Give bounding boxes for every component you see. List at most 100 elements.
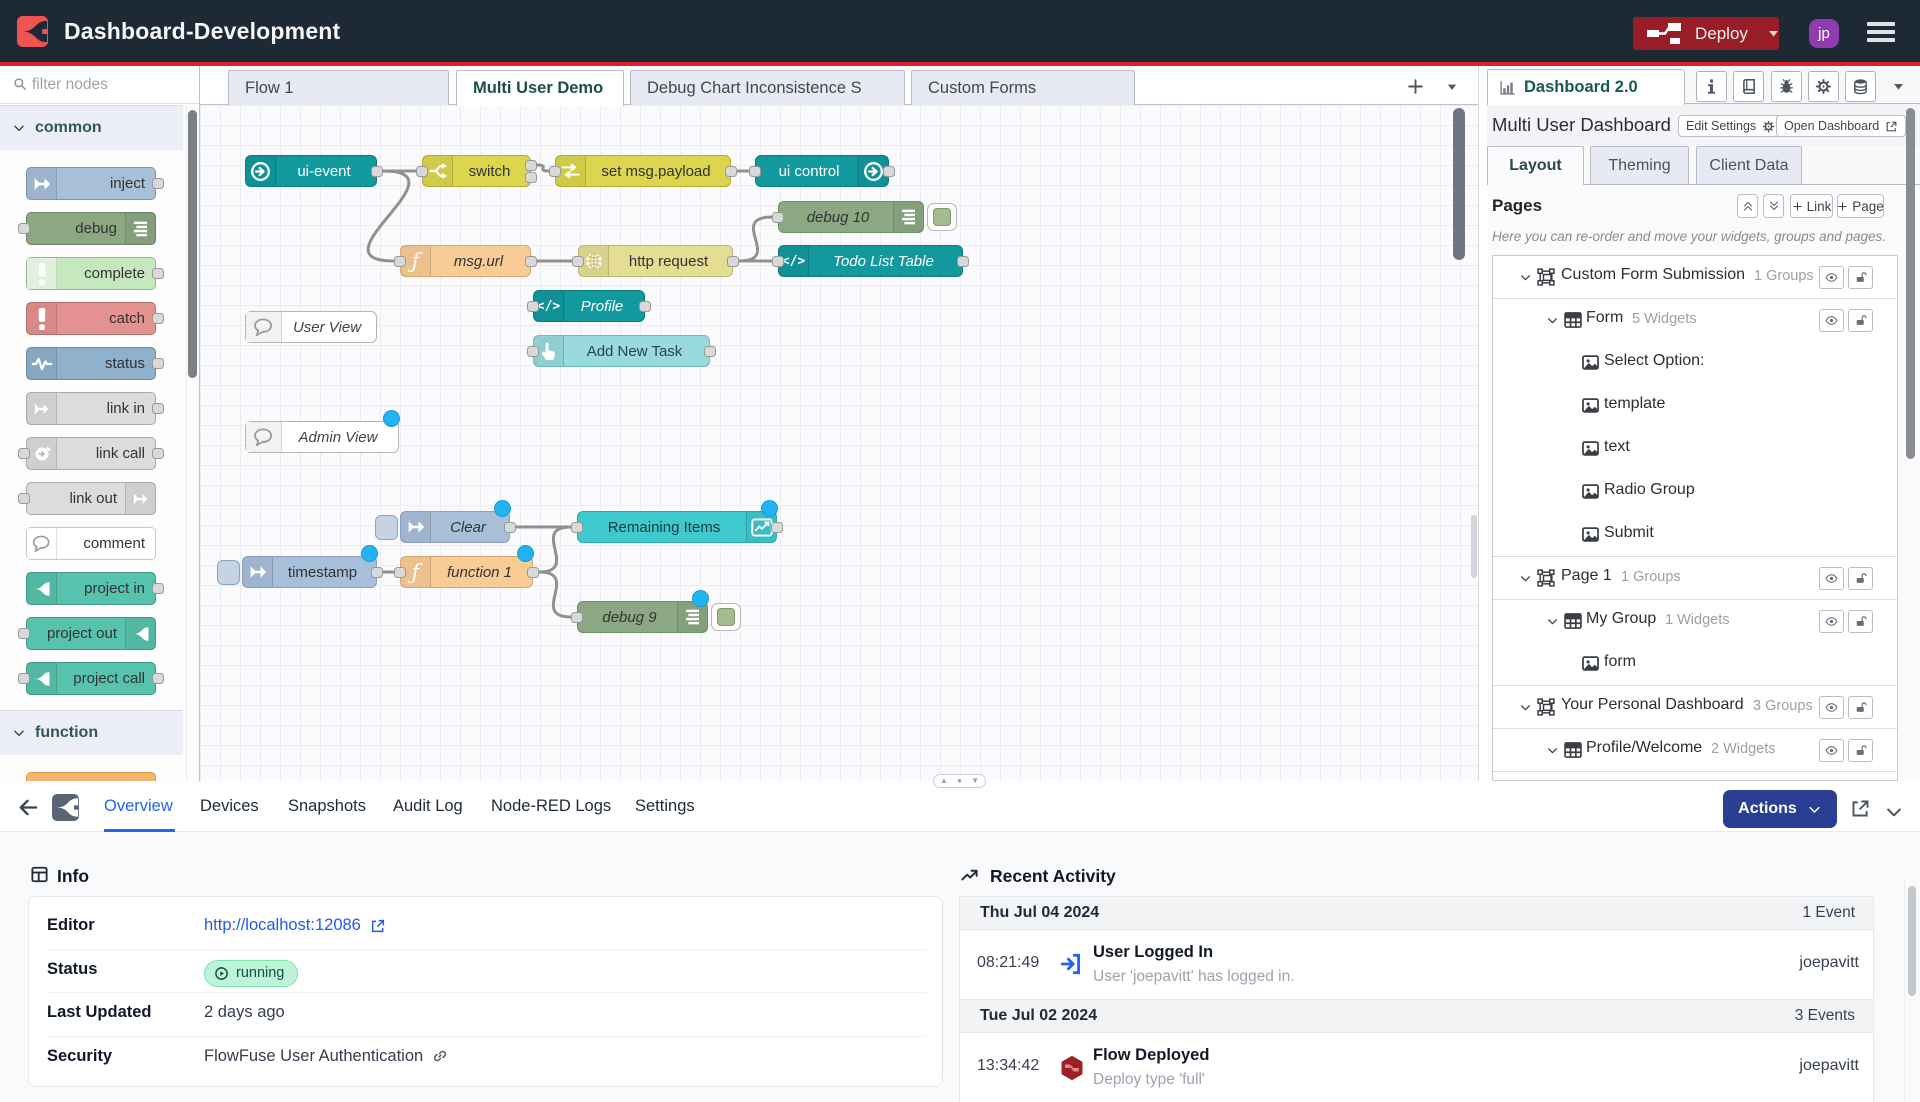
info-row-value[interactable]: http://localhost:12086	[204, 916, 386, 935]
node-input-port[interactable]	[416, 165, 428, 177]
chevron-down-icon[interactable]	[1519, 271, 1532, 284]
collapse-all-button[interactable]	[1737, 194, 1758, 218]
drawer-tab-Overview[interactable]: Overview	[104, 797, 173, 815]
visibility-button[interactable]	[1819, 266, 1844, 289]
sidebar-toolbar-info-button[interactable]	[1696, 71, 1727, 102]
editor-link[interactable]: http://localhost:12086	[204, 916, 361, 934]
inject-button[interactable]	[217, 559, 240, 585]
sidebar-tab-Client-Data[interactable]: Client Data	[1696, 146, 1802, 185]
node-input-port[interactable]	[772, 255, 784, 267]
palette-node-partial[interactable]	[26, 772, 156, 781]
add-link-button[interactable]: Link	[1790, 194, 1833, 218]
deploy-button[interactable]: Deploy	[1633, 17, 1779, 50]
drawer-tab-Node-RED-Logs[interactable]: Node-RED Logs	[491, 797, 612, 815]
node-output-port[interactable]	[504, 521, 516, 533]
lock-button[interactable]	[1848, 309, 1873, 332]
drawer-scrollbar-thumb[interactable]	[1908, 886, 1916, 996]
collapse-drawer-icon[interactable]	[1884, 802, 1904, 822]
comment-node-User-View[interactable]: User View	[245, 311, 377, 343]
palette-node-link-in[interactable]: link in	[26, 392, 156, 425]
drawer-resize-handle[interactable]: ▲●▼	[933, 774, 986, 788]
node-input-port[interactable]	[572, 255, 584, 267]
tree-widget-Submit[interactable]: Submit	[1493, 514, 1897, 557]
palette-category-common[interactable]: common	[0, 105, 183, 150]
flow-tab-Custom-Forms[interactable]: Custom Forms	[911, 70, 1135, 105]
flow-tab-Debug-Chart-Inconsistence-S[interactable]: Debug Chart Inconsistence S	[630, 70, 905, 105]
node-input-port[interactable]	[571, 521, 583, 533]
back-arrow-icon[interactable]	[17, 796, 40, 819]
chevron-down-icon[interactable]	[1519, 701, 1532, 714]
chevron-down-icon[interactable]	[1546, 314, 1559, 327]
flow-list-caret-icon[interactable]	[1445, 80, 1459, 94]
visibility-button[interactable]	[1819, 567, 1844, 590]
add-page-button[interactable]: Page	[1837, 194, 1884, 218]
sidebar-tab-Layout[interactable]: Layout	[1487, 146, 1584, 186]
node-output-port[interactable]	[525, 255, 537, 267]
main-menu-button[interactable]	[1867, 22, 1895, 42]
node-input-port[interactable]	[749, 165, 761, 177]
drawer-tab-Settings[interactable]: Settings	[635, 797, 695, 815]
node-output-port[interactable]	[727, 255, 739, 267]
open-dashboard-button[interactable]: Open Dashboard	[1776, 115, 1907, 137]
sidebar-toolbar-book-button[interactable]	[1733, 71, 1764, 102]
node-input-port[interactable]	[394, 255, 406, 267]
chevron-down-icon[interactable]	[1519, 572, 1532, 585]
user-avatar[interactable]: jp	[1809, 19, 1839, 48]
node-output-port[interactable]	[371, 566, 383, 578]
flow-node-ui-control[interactable]: ui control	[755, 155, 889, 187]
visibility-button[interactable]	[1819, 309, 1844, 332]
sidebar-tab-dashboard[interactable]: Dashboard 2.0	[1487, 69, 1685, 105]
node-input-port[interactable]	[527, 345, 539, 357]
sidebar-menu-caret-icon[interactable]	[1891, 79, 1906, 94]
divider-scrollbar-thumb[interactable]	[1471, 515, 1477, 578]
node-input-port[interactable]	[772, 211, 784, 223]
tree-widget-form[interactable]: form	[1493, 643, 1897, 686]
flow-node-Todo-List-Table[interactable]: </>Todo List Table	[778, 245, 963, 277]
deploy-caret-icon[interactable]	[1766, 26, 1781, 41]
node-input-port[interactable]	[549, 165, 561, 177]
visibility-button[interactable]	[1819, 610, 1844, 633]
node-output-port[interactable]	[639, 300, 651, 312]
flow-node-http-request[interactable]: http request	[578, 245, 733, 277]
comment-node-Admin-View[interactable]: Admin View	[245, 421, 399, 453]
palette-scrollbar-track[interactable]	[186, 105, 199, 781]
node-output-port[interactable]	[957, 255, 969, 267]
flow-node-timestamp[interactable]: timestamp	[242, 556, 377, 588]
palette-scrollbar-thumb[interactable]	[188, 110, 197, 378]
flow-node-switch[interactable]: switch	[422, 155, 531, 187]
lock-button[interactable]	[1848, 567, 1873, 590]
sidebar-toolbar-bug-button[interactable]	[1771, 71, 1802, 102]
tree-widget-Select-Option-[interactable]: Select Option:	[1493, 342, 1897, 385]
flow-tab-Multi-User-Demo[interactable]: Multi User Demo	[456, 70, 624, 106]
flow-node-Clear[interactable]: Clear	[400, 511, 510, 543]
palette-node-link-call[interactable]: link call	[26, 437, 156, 470]
lock-button[interactable]	[1848, 739, 1873, 762]
node-output-port[interactable]	[883, 165, 895, 177]
palette-node-catch[interactable]: catch	[26, 302, 156, 335]
open-editor-icon[interactable]	[1850, 798, 1871, 819]
edit-settings-button[interactable]: Edit Settings	[1678, 115, 1784, 137]
flowfuse-logo-icon[interactable]	[17, 16, 48, 47]
sidebar-divider[interactable]	[1478, 66, 1487, 781]
drawer-tab-Snapshots[interactable]: Snapshots	[288, 797, 366, 815]
drawer-scrollbar-track[interactable]	[1904, 881, 1920, 1102]
palette-search[interactable]: filter nodes	[0, 66, 199, 104]
node-output-port[interactable]	[525, 159, 537, 171]
palette-node-inject[interactable]: inject	[26, 167, 156, 200]
flowfuse-gray-logo-icon[interactable]	[52, 794, 79, 821]
palette-node-status[interactable]: status	[26, 347, 156, 380]
tree-widget-Radio-Group[interactable]: Radio Group	[1493, 471, 1897, 514]
flow-node-debug-10[interactable]: debug 10	[778, 201, 924, 233]
node-input-port[interactable]	[394, 566, 406, 578]
palette-node-project-out[interactable]: project out	[26, 617, 156, 650]
